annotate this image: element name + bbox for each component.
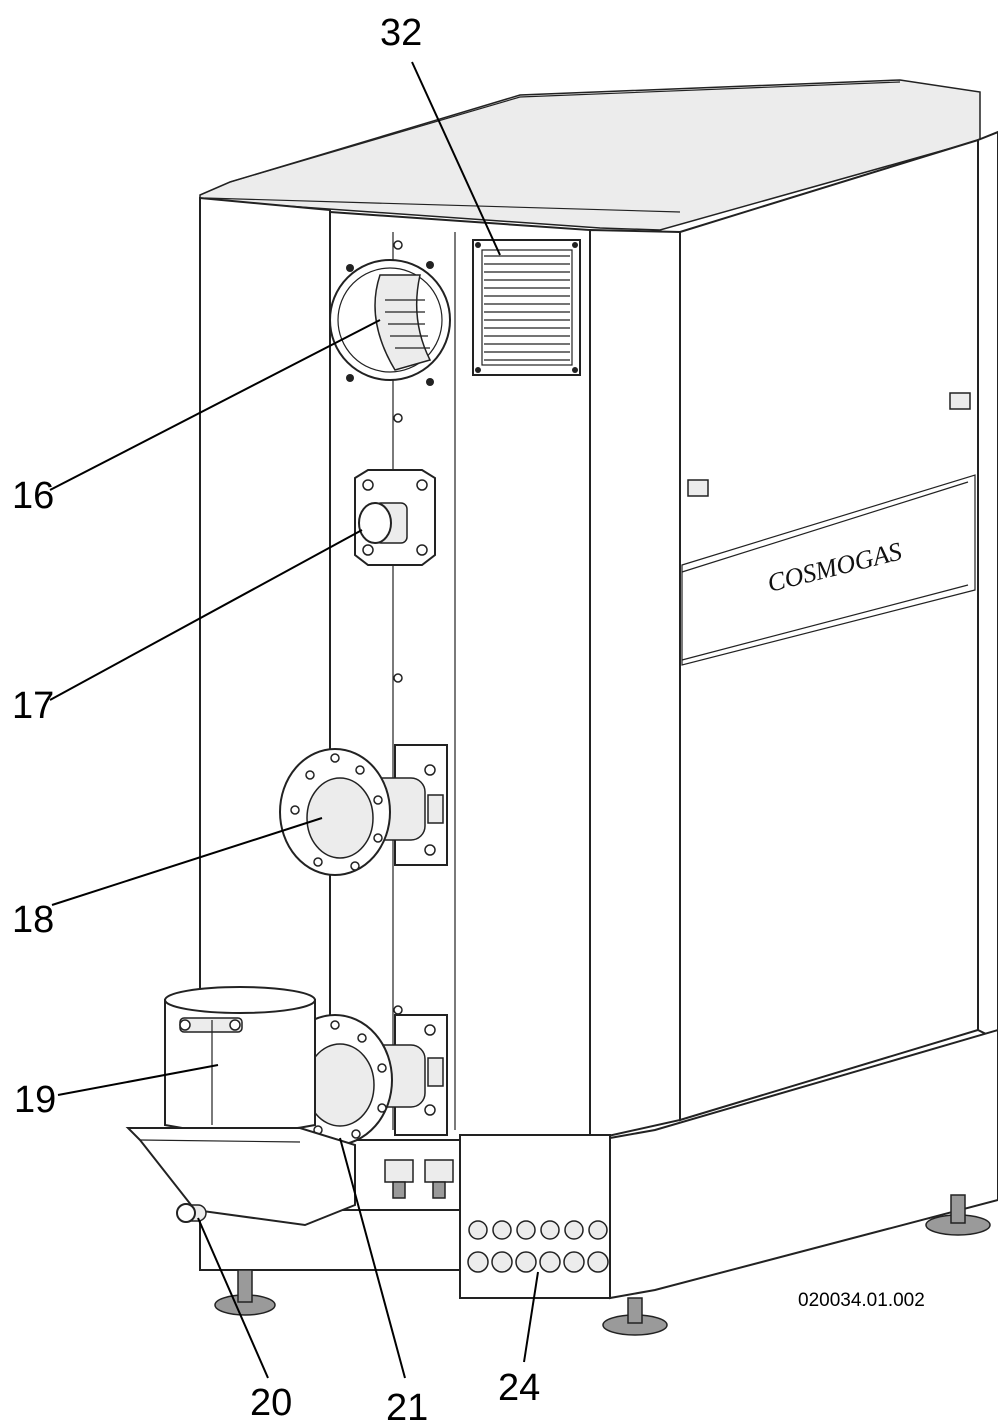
condensate-drain [125,1127,356,1227]
air-inlet-collar [164,986,316,1134]
callout-16: 16 [12,475,54,517]
drawing-reference: 020034.01.002 [798,1290,925,1311]
air-grille [472,239,581,376]
callout-20: 20 [250,1382,292,1424]
callout-17: 17 [12,685,54,727]
callout-19: 19 [14,1079,56,1121]
boiler-cabinet [199,79,998,1336]
flue-outlet [329,259,451,386]
cable-glands [467,1220,609,1273]
callout-18: 18 [12,899,54,941]
callout-32: 32 [380,12,422,54]
callout-21: 21 [386,1387,428,1425]
leader-lines [49,61,539,1379]
gas-connection [354,469,436,566]
callout-24: 24 [498,1367,540,1409]
bottom-valves [384,1159,454,1199]
flow-flange [279,744,448,876]
